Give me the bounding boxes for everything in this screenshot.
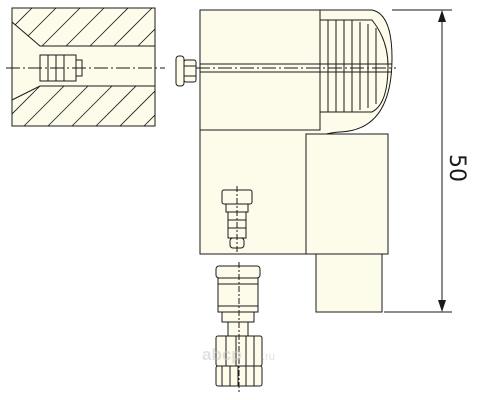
terminal-upper: [221, 186, 253, 252]
cross-section-view: [6, 7, 165, 127]
terminal-lower: [215, 262, 263, 392]
dimension-value: 50: [444, 154, 469, 182]
watermark-brand: abcp: [202, 345, 242, 364]
watermark: abcp .ru: [202, 345, 275, 364]
connector-body: [196, 9, 396, 313]
nut: [175, 55, 197, 87]
height-dimension: 50: [384, 9, 469, 313]
watermark-suffix: .ru: [262, 351, 275, 363]
